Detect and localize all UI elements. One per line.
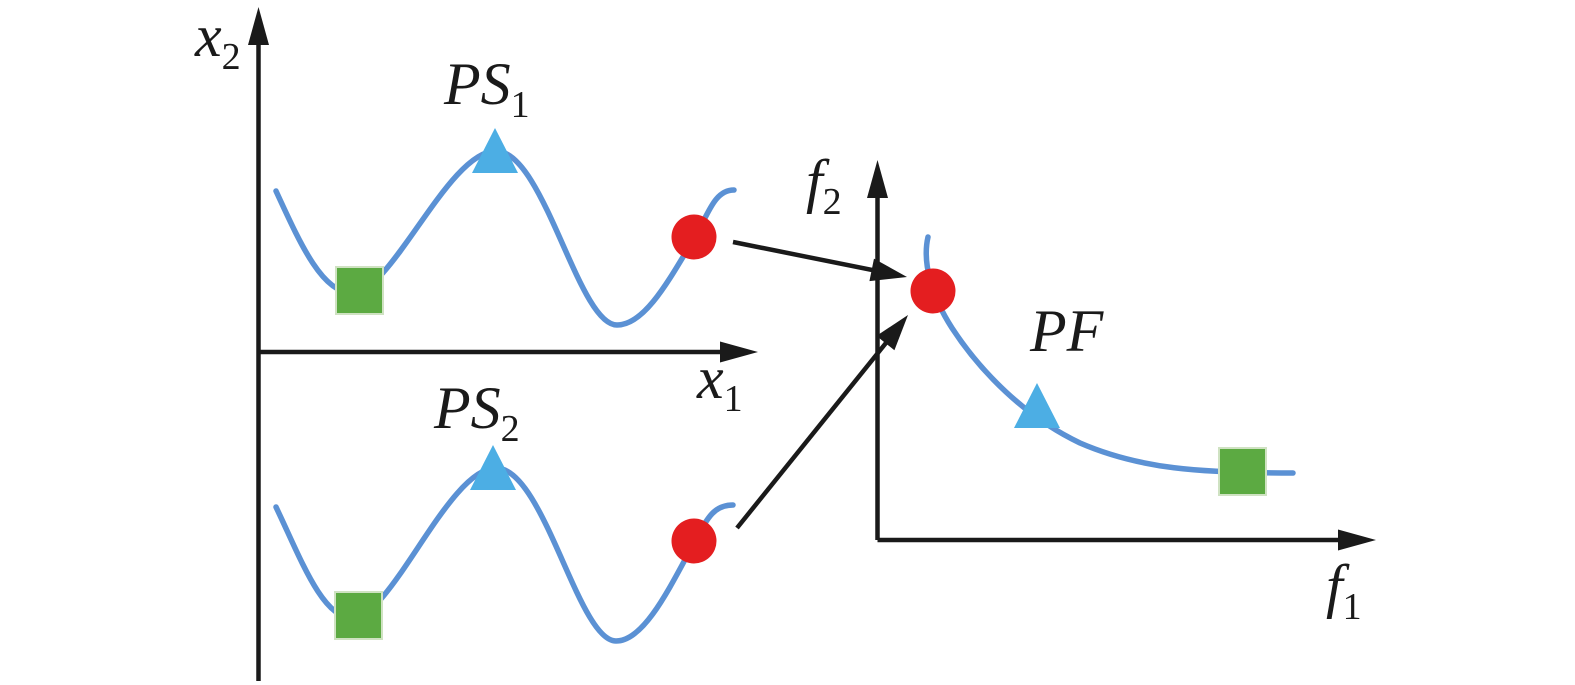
pf-square-marker	[1218, 447, 1267, 496]
f2-axis-arrowhead-icon	[867, 160, 888, 198]
f1-axis-label: f1	[1326, 553, 1362, 628]
ps2-label: PS2	[433, 375, 520, 450]
mapping-arrows	[732, 239, 908, 530]
ps2-square-marker	[334, 591, 383, 640]
ps1-to-pf-arrow	[732, 239, 898, 278]
f1-axis-arrowhead-icon	[1338, 529, 1376, 551]
pf-curve	[923, 234, 1296, 476]
ps1-square-marker	[335, 266, 384, 315]
decision-space-plot: x2 x1 PS1 PS2	[194, 3, 758, 681]
pf-triangle-marker	[1014, 383, 1060, 428]
pf-label: PF	[1029, 298, 1105, 364]
ps2-to-pf-arrow	[735, 321, 904, 530]
objective-space-plot: f2 f1 PF	[806, 148, 1376, 628]
x1-axis-label: x1	[696, 345, 743, 420]
x2-axis-arrowhead-icon	[248, 7, 269, 45]
ps1-label: PS1	[443, 51, 530, 126]
x2-axis-label: x2	[194, 3, 241, 78]
ps1-circle-marker	[671, 214, 717, 260]
ps2-to-pf-arrowhead-icon	[876, 315, 908, 351]
ps2-circle-marker	[671, 518, 717, 564]
ps2-triangle-marker	[470, 445, 516, 490]
x1-axis-arrowhead-icon	[720, 341, 758, 363]
pf-circle-marker	[910, 268, 956, 314]
ps1-triangle-marker	[472, 128, 518, 173]
f2-axis-label: f2	[806, 148, 842, 223]
